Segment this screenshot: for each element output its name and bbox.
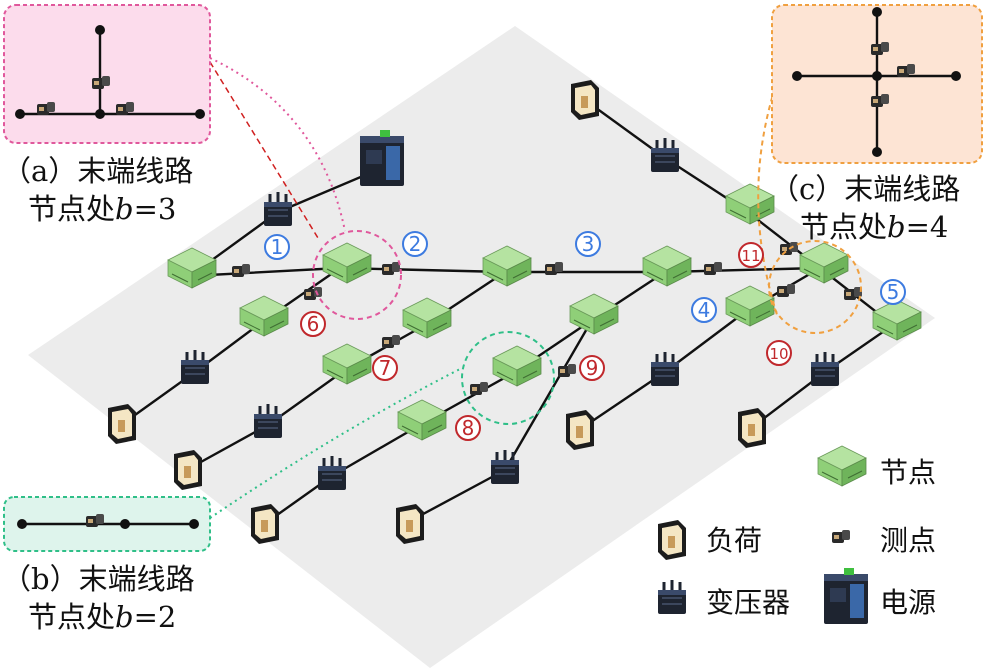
legend-source-icon	[824, 568, 868, 624]
load	[251, 504, 279, 544]
legend: 节点 负荷 测点 变压器 电源	[656, 445, 936, 624]
inset-a	[3, 4, 211, 144]
legend-source-label: 电源	[880, 586, 936, 619]
label-9: 9	[586, 356, 599, 380]
legend-load-icon	[658, 520, 686, 560]
label-3: 3	[582, 232, 595, 256]
caption-c-line1: （c）末端线路	[770, 172, 961, 206]
label-6: 6	[307, 312, 320, 336]
highlight-circle-a	[312, 230, 402, 320]
label-2: 2	[409, 232, 422, 256]
power-source	[360, 130, 404, 186]
connector-b-dotted	[209, 367, 463, 519]
highlight-circle-b	[461, 331, 555, 425]
legend-meter-icon	[832, 530, 850, 543]
load	[566, 410, 594, 450]
load	[396, 504, 424, 544]
caption-a-line2: 节点处b=3	[28, 192, 177, 226]
caption-b: （b）末端线路 节点处b=2	[2, 560, 195, 636]
label-8: 8	[462, 416, 475, 440]
inset-c	[771, 4, 983, 164]
label-7: 7	[379, 356, 392, 380]
caption-c-line2: 节点处b=4	[800, 210, 949, 244]
label-11: 11	[741, 247, 760, 265]
load	[174, 450, 202, 490]
caption-a-line1: （a）末端线路	[2, 154, 194, 188]
connector-c-dotted	[757, 87, 779, 319]
label-4: 4	[698, 298, 711, 322]
inset-b	[3, 496, 211, 552]
label-1: 1	[271, 235, 284, 259]
connector-a-dashed	[209, 61, 319, 239]
load	[108, 404, 136, 444]
legend-meter-label: 测点	[880, 524, 936, 557]
caption-a: （a）末端线路 节点处b=3	[2, 152, 193, 228]
label-10: 10	[769, 345, 788, 363]
number-labels: 1 2 3 4 5 6 7 8 9 10 11	[264, 231, 906, 441]
legend-node-icon	[817, 445, 867, 487]
caption-c: （c）末端线路 节点处b=4	[770, 170, 960, 246]
legend-transformer-icon	[656, 578, 688, 616]
legend-transformer-label: 变压器	[706, 586, 790, 619]
caption-b-line2: 节点处b=2	[28, 600, 177, 634]
legend-node-label: 节点	[880, 456, 936, 489]
legend-load-label: 负荷	[706, 524, 762, 557]
load	[571, 80, 599, 120]
caption-b-line1: （b）末端线路	[2, 562, 195, 596]
load	[738, 408, 766, 448]
label-5: 5	[887, 280, 900, 304]
